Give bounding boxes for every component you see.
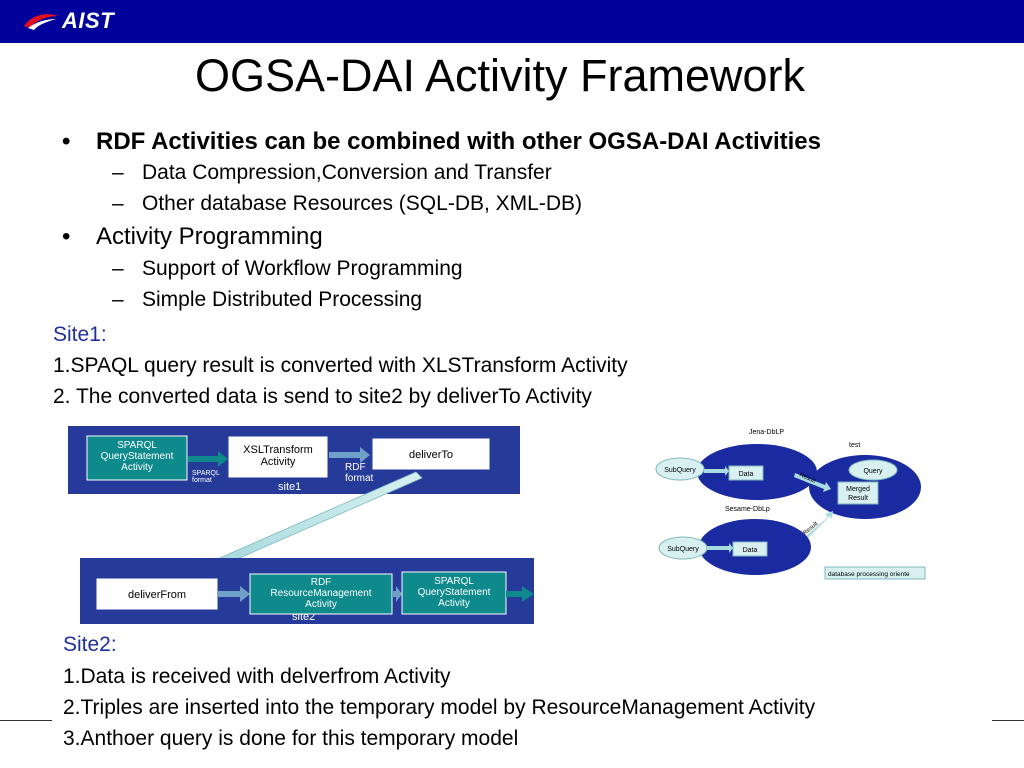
sparql2-box-line: SPARQL: [434, 576, 474, 587]
site1-label: site1: [278, 481, 301, 493]
bullet-2: •Activity Programming: [62, 223, 323, 250]
merged-text: Merged: [846, 486, 870, 493]
arrow-right-icon: [506, 586, 534, 602]
xsltransform-box: [227, 435, 329, 479]
footer-rule-left: [0, 720, 52, 721]
bullet-1: •RDF Activities can be combined with oth…: [62, 128, 822, 155]
site2-heading: Site2:: [63, 633, 117, 656]
logo-text: AIST: [62, 8, 115, 33]
sparql2-box-line: QueryStatement: [418, 587, 491, 598]
sub-bullet-text: Other database Resources (SQL-DB, XML-DB…: [142, 192, 582, 215]
rm-box-line: Activity: [305, 599, 337, 610]
test-label: test: [849, 442, 860, 449]
sub-bullet-text: Simple Distributed Processing: [142, 288, 423, 311]
rm-box-line: ResourceManagement: [270, 588, 371, 599]
jena-label: Jena-DbLP: [749, 429, 784, 436]
deliverfrom-box: [95, 577, 219, 611]
query-node: [848, 459, 898, 481]
deliverfrom-text: deliverFrom: [128, 589, 186, 601]
site1-line-1: 1.SPAQL query result is converted with X…: [53, 354, 628, 377]
arrow-right-icon: [329, 447, 370, 463]
data-2-text: Data: [743, 547, 758, 554]
sub-bullet-text: Support of Workflow Programming: [142, 257, 463, 280]
rdf-format-label: RDF: [345, 462, 366, 473]
sub-bullet-2-1: –Support of Workflow Programming: [112, 257, 463, 280]
deliverto-box: [371, 437, 491, 471]
subquery-1-text: SubQuery: [664, 467, 696, 474]
query-text: Query: [863, 468, 883, 475]
result-arrow-icon: [794, 473, 831, 492]
aist-logo: AIST: [22, 6, 114, 36]
data-1-text: Data: [739, 471, 754, 478]
xsl-box-line: XSLTransform: [243, 444, 313, 456]
arrow-right-icon: [704, 466, 729, 476]
xsl-box-line: Activity: [261, 456, 296, 468]
site2-line-2: 2.Triples are inserted into the temporar…: [63, 696, 816, 719]
rm-box-line: RDF: [311, 577, 332, 588]
arrow-right-icon: [392, 586, 402, 602]
sparql-box-line: QueryStatement: [101, 451, 174, 462]
slide-title: OGSA-DAI Activity Framework: [194, 50, 806, 101]
swoosh-icon: [24, 14, 58, 30]
arrow-right-icon: [707, 543, 733, 553]
sub-bullet-text: Data Compression,Conversion and Transfer: [142, 161, 552, 184]
merged-text: Result: [848, 495, 868, 502]
sparql-query-box-2: [401, 571, 507, 615]
sparql-box-line: SPARQL: [117, 440, 157, 451]
bullet-2-text: Activity Programming: [96, 223, 323, 250]
subquery-2-text: SubQuery: [667, 546, 699, 553]
sesame-label: Sesame-DbLp: [725, 506, 770, 513]
header-bar: AIST: [0, 0, 1024, 43]
rdf-format-label: format: [345, 473, 374, 484]
caption-text: database processing oriente: [828, 571, 910, 578]
sub-bullet-1-1: –Data Compression,Conversion and Transfe…: [112, 161, 552, 184]
result-arrow-icon: [799, 511, 833, 545]
sparql-box-line: Activity: [121, 462, 153, 473]
deliverto-text: deliverTo: [409, 449, 453, 461]
site1-line-2: 2. The converted data is send to site2 b…: [53, 385, 592, 408]
data-1-node: [728, 465, 764, 481]
sub-bullet-2-2: –Simple Distributed Processing: [112, 288, 423, 311]
site2-line-3: 3.Anthoer query is done for this tempora…: [63, 727, 519, 750]
sparql-query-box: [86, 435, 188, 481]
data-2-node: [732, 541, 768, 557]
bullet-1-text: RDF Activities can be combined with othe…: [96, 128, 822, 155]
merged-result-node: [837, 481, 879, 505]
sparql2-box-line: Activity: [438, 598, 470, 609]
arrow-right-icon: [218, 586, 250, 602]
distributed-query-diagram: Jena-DbLP test Sesame-DbLp SubQuery Data…: [645, 425, 930, 583]
caption-box: [824, 566, 926, 580]
site2-line-1: 1.Data is received with delverfrom Activ…: [63, 665, 451, 688]
site1-heading: Site1:: [53, 323, 107, 346]
sparql-format-label: SPARQL: [192, 470, 220, 477]
sparql-format-label: format: [192, 477, 212, 484]
sub-bullet-1-2: –Other database Resources (SQL-DB, XML-D…: [112, 192, 582, 215]
footer-rule-right: [992, 720, 1024, 721]
workflow-diagram: site1 SPARQL QueryStatement Activity SPA…: [68, 426, 534, 624]
arrow-right-icon: [188, 451, 228, 467]
